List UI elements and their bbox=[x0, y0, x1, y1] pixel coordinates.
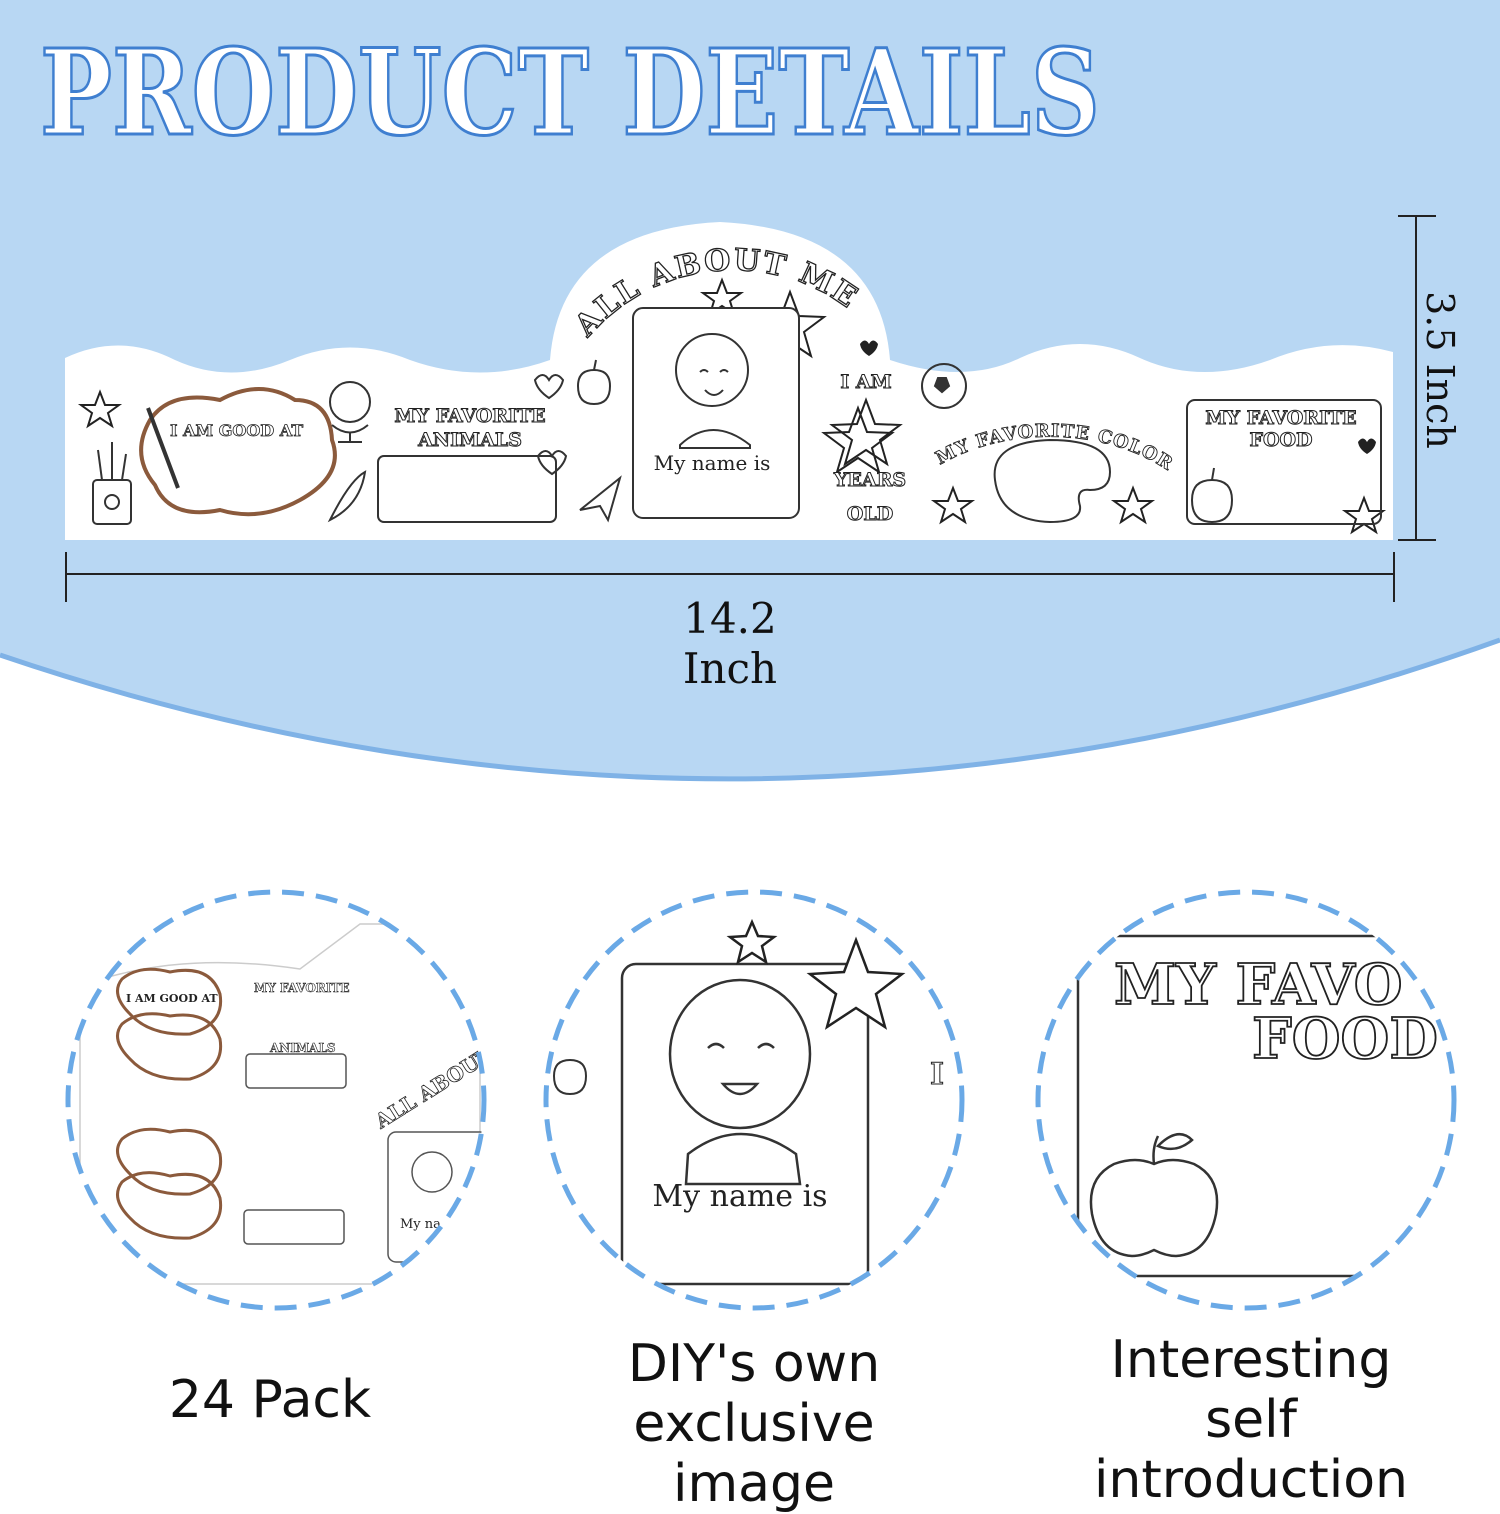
feature-circle-food: MY FAVO FOOD bbox=[1035, 889, 1457, 1311]
heart-icon bbox=[533, 374, 565, 400]
width-dimension-label: 14.2 Inch bbox=[682, 594, 778, 693]
paper-plane-icon bbox=[579, 475, 622, 523]
pencil-cup-icon bbox=[92, 442, 132, 525]
age-label-line3: OLD bbox=[847, 503, 893, 525]
dimension-lines bbox=[65, 215, 1436, 602]
caption-self-intro-line1: Interesting bbox=[1110, 1330, 1392, 1390]
star-icon bbox=[726, 918, 778, 965]
star-icon bbox=[1110, 485, 1156, 525]
leaf-icon bbox=[327, 470, 367, 523]
age-label-line1: I AM bbox=[840, 371, 891, 393]
apple-icon bbox=[1089, 1133, 1219, 1258]
palette-icon bbox=[993, 438, 1112, 524]
page-title-text: PRODUCT DETAILS bbox=[40, 30, 1100, 150]
caption-diy-line1: DIY's own bbox=[627, 1334, 881, 1394]
height-dimension-label: 3.5 Inch bbox=[1418, 291, 1462, 449]
paintbrush-icon bbox=[146, 407, 180, 489]
star-icon bbox=[77, 389, 123, 429]
child-face-icon bbox=[668, 978, 812, 1186]
food-label-line2: FOOD bbox=[1252, 1006, 1438, 1072]
caption-24-pack: 24 Pack bbox=[168, 1370, 372, 1430]
fav-animals-label-line2: ANIMALS bbox=[417, 429, 522, 451]
feature-circle-pack: I AM GOOD AT MY FAVORITE ANIMALS ALL ABO… bbox=[65, 889, 487, 1311]
caption-self-intro: Interesting self introduction bbox=[1046, 1330, 1456, 1510]
name-card bbox=[632, 307, 800, 519]
good-at-label: I AM GOOD AT bbox=[170, 421, 303, 440]
food-label-line1: MY FAVO bbox=[1114, 952, 1403, 1018]
diy-name-label: My name is bbox=[652, 1179, 827, 1214]
fav-food-label-line1: MY FAVORITE bbox=[1205, 407, 1356, 429]
star-icon bbox=[821, 405, 895, 475]
fav-food-box bbox=[1186, 399, 1382, 525]
child-face-icon bbox=[675, 333, 751, 449]
star-icon bbox=[930, 485, 976, 525]
thumb-animals-label-line1: MY FAVORITE bbox=[254, 981, 350, 995]
name-label: My name is bbox=[654, 451, 771, 475]
apple-icon bbox=[552, 1058, 588, 1096]
good-at-bubble bbox=[139, 387, 337, 517]
age-label-line2: YEARS bbox=[833, 469, 906, 491]
star-icon bbox=[699, 277, 745, 317]
star-icon bbox=[806, 936, 906, 1030]
feature-circle-diy: My name is I bbox=[543, 889, 965, 1311]
crown-headband: ALL ABOUT ME I AM GOOD AT MY FAVORITE AN… bbox=[65, 222, 1393, 540]
heart-icon bbox=[1358, 438, 1376, 454]
thumb-good-at-label: I AM GOOD AT bbox=[126, 992, 218, 1005]
diy-side-letter: I bbox=[930, 1057, 944, 1092]
soccer-ball-icon bbox=[921, 363, 967, 409]
page-title: PRODUCT DETAILS bbox=[39, 30, 1102, 150]
apple-icon bbox=[1190, 467, 1234, 524]
caption-self-intro-line2: self introduction bbox=[1093, 1390, 1408, 1510]
thumb-animals-label-line2: ANIMALS bbox=[269, 1041, 336, 1055]
star-icon bbox=[829, 397, 903, 467]
fav-food-label-line2: FOOD bbox=[1249, 429, 1312, 451]
thumb-name-label: My na bbox=[400, 1217, 441, 1232]
heart-icon bbox=[536, 450, 568, 476]
heart-icon bbox=[860, 340, 878, 356]
fav-animals-label-line1: MY FAVORITE bbox=[394, 405, 545, 427]
caption-diy-line2: exclusive image bbox=[633, 1394, 875, 1514]
globe-icon bbox=[329, 381, 371, 443]
fav-animals-box bbox=[377, 455, 557, 523]
caption-diy: DIY's own exclusive image bbox=[554, 1334, 954, 1514]
apple-icon bbox=[576, 359, 612, 406]
